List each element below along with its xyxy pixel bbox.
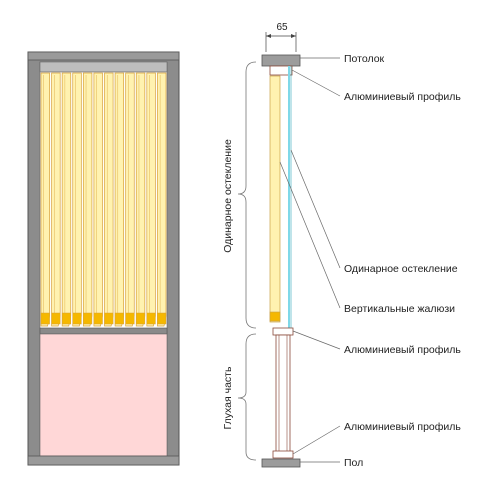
- blind-slat-weight: [146, 312, 156, 325]
- blind-slat: [114, 72, 125, 327]
- leader-lines: [279, 57, 341, 463]
- callout-vertical-blinds: Вертикальные жалюзи: [344, 303, 455, 315]
- section-view: 65 Одинарное остекление Глухая часть: [222, 22, 461, 469]
- blind-section: [269, 75, 281, 323]
- blind-slat: [125, 72, 135, 327]
- vertical-blind-slats: [40, 72, 167, 327]
- side-label-glazing: Одинарное остекление: [222, 139, 234, 253]
- blind-slat-weight: [125, 312, 135, 325]
- callout-alu-profile-low: Алюминиевый профиль: [344, 421, 461, 433]
- front-elevation: [27, 51, 180, 466]
- blind-slat-weight: [104, 312, 114, 325]
- callout-ceiling: Потолок: [344, 53, 385, 65]
- dimension-label: 65: [276, 22, 288, 33]
- blind-slat-weight: [114, 312, 124, 325]
- blind-slat-weight: [83, 312, 93, 325]
- side-label-solid: Глухая часть: [222, 366, 234, 429]
- solid-part-section: [275, 334, 291, 454]
- blind-slat: [72, 72, 82, 327]
- floor-slab: [261, 458, 301, 468]
- blind-slat: [51, 72, 61, 327]
- blind-slat-weight: [157, 312, 167, 325]
- ceiling-slab: [261, 54, 301, 67]
- callout-alu-profile-mid: Алюминиевый профиль: [344, 344, 461, 356]
- blind-slat: [146, 72, 156, 327]
- blind-slat: [157, 72, 167, 327]
- blind-slat-weight: [136, 312, 146, 325]
- top-frame-bar: [27, 51, 180, 61]
- blind-slat-weight: [40, 312, 50, 325]
- brace-glazing: [237, 61, 257, 329]
- mid-transom: [39, 327, 168, 335]
- blind-panel: [39, 333, 168, 457]
- blind-slat: [61, 72, 72, 327]
- blind-slat-weight: [72, 312, 82, 325]
- blind-slat: [93, 72, 103, 327]
- glazing-area: [39, 71, 168, 331]
- blind-slat: [104, 72, 114, 327]
- callout-alu-profile-top: Алюминиевый профиль: [344, 91, 461, 103]
- bottom-frame-bar: [27, 455, 180, 466]
- callout-single-glazing: Одинарное остекление: [344, 263, 458, 275]
- blind-slat: [135, 72, 146, 327]
- brace-solid: [237, 333, 257, 461]
- blind-slat-weight: [51, 312, 61, 325]
- blind-slat-weight: [93, 312, 103, 325]
- blind-slat-weight: [61, 312, 72, 325]
- callout-floor: Пол: [344, 457, 363, 469]
- blind-slat: [82, 72, 93, 327]
- blind-slat: [40, 72, 50, 327]
